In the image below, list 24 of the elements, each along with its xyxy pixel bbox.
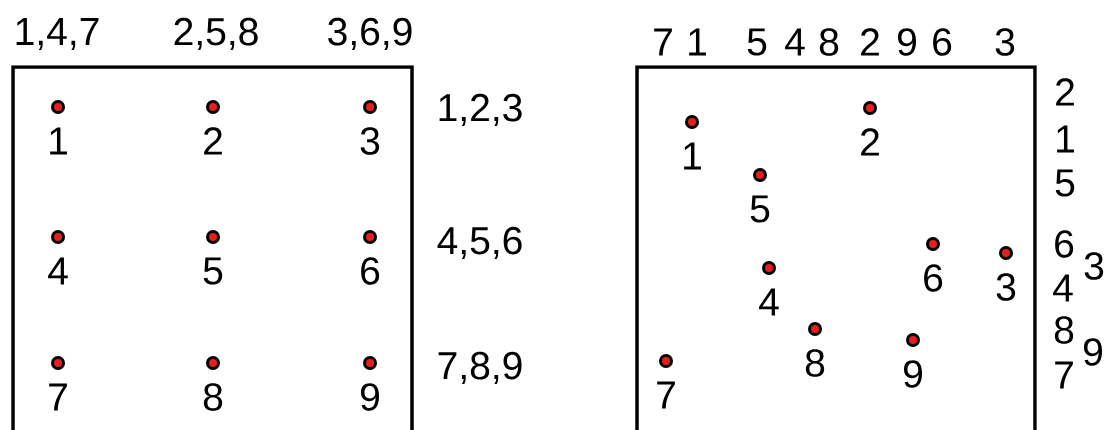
axis-label: 3 — [995, 28, 1015, 56]
axis-label: 1,4,7 — [16, 18, 99, 50]
axis-label: 9 — [898, 28, 916, 56]
axis-label: 7,8,9 — [438, 351, 522, 385]
axis-label: 9 — [1084, 338, 1102, 366]
axis-label: 4 — [1053, 274, 1073, 302]
axis-label: 4 — [785, 28, 805, 56]
axis-label: 2 — [1056, 78, 1074, 106]
axis-label: 3,6,9 — [328, 17, 412, 51]
axis-label: 1 — [689, 28, 706, 56]
axis-label: 6 — [1055, 230, 1074, 258]
axis-label: 5 — [1055, 169, 1075, 197]
axis-label: 6 — [933, 28, 952, 56]
axis-label: 8 — [819, 28, 839, 56]
axis-label: 1,2,3 — [439, 93, 522, 127]
axis-label: 3 — [1084, 252, 1104, 280]
axis-label: 1 — [1057, 125, 1074, 153]
axis-label: 7 — [1055, 361, 1073, 389]
axis-label: 4,5,6 — [437, 226, 522, 260]
axis-label: 8 — [1054, 316, 1074, 344]
axis-label: 2 — [861, 28, 879, 56]
axis-label: 2,5,8 — [174, 17, 258, 51]
axis-label: 7 — [654, 28, 672, 56]
axis-label: 5 — [747, 28, 767, 56]
